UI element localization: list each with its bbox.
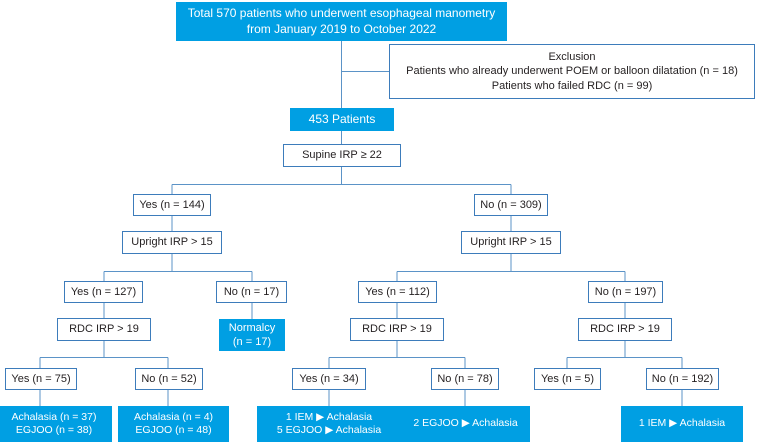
- node-rdc3-no-label: No (n = 192): [651, 372, 714, 385]
- node-normalcy-line2: (n = 17): [232, 336, 272, 348]
- node-outcome-1: Achalasia (n = 37) EGJOO (n = 38): [0, 406, 112, 442]
- node-root-total-patients: Total 570 patients who underwent esophag…: [176, 2, 507, 41]
- node-rdc-irp-2-label: RDC IRP > 19: [362, 323, 432, 336]
- node-upright-right-no: No (n = 197): [588, 281, 663, 303]
- node-453-patients-label: 453 Patients: [308, 111, 376, 126]
- node-outcome-2-line1: Achalasia (n = 4): [133, 410, 214, 423]
- node-rdc3-yes-label: Yes (n = 5): [540, 372, 595, 385]
- node-outcome-3-line2: 5 EGJOO ▶ Achalasia: [276, 424, 382, 436]
- node-rdc2-no: No (n = 78): [431, 368, 499, 390]
- node-rdc-irp-3-label: RDC IRP > 19: [590, 323, 660, 336]
- node-normalcy: Normalcy (n = 17): [219, 319, 285, 351]
- node-upright-irp-right-label: Upright IRP > 15: [470, 236, 552, 249]
- node-upright-left-yes: Yes (n = 127): [64, 281, 143, 303]
- node-upright-left-no-label: No (n = 17): [223, 285, 280, 298]
- node-upright-irp-right: Upright IRP > 15: [461, 231, 561, 254]
- node-supine-yes: Yes (n = 144): [133, 194, 211, 216]
- node-root-line2: from January 2019 to October 2022: [246, 21, 437, 36]
- node-normalcy-line1: Normalcy: [228, 321, 276, 334]
- node-exclusion-line3: Patients who failed RDC (n = 99): [491, 79, 653, 92]
- node-root-line1: Total 570 patients who underwent esophag…: [187, 6, 496, 21]
- node-upright-irp-left: Upright IRP > 15: [122, 231, 222, 254]
- node-upright-irp-left-label: Upright IRP > 15: [131, 236, 213, 249]
- node-outcome-1-line1: Achalasia (n = 37): [11, 410, 97, 423]
- node-453-patients: 453 Patients: [290, 108, 394, 131]
- node-rdc3-yes: Yes (n = 5): [534, 368, 601, 390]
- node-rdc1-yes: Yes (n = 75): [5, 368, 77, 390]
- node-rdc1-yes-label: Yes (n = 75): [11, 372, 71, 385]
- node-supine-no: No (n = 309): [474, 194, 548, 216]
- node-rdc-irp-3: RDC IRP > 19: [578, 318, 672, 341]
- node-rdc2-yes-label: Yes (n = 34): [299, 372, 359, 385]
- node-rdc3-no: No (n = 192): [646, 368, 719, 390]
- node-rdc-irp-1-label: RDC IRP > 19: [69, 323, 139, 336]
- node-upright-right-yes: Yes (n = 112): [358, 281, 437, 303]
- node-outcome-2-line2: EGJOO (n = 48): [135, 424, 212, 436]
- node-rdc2-yes: Yes (n = 34): [292, 368, 366, 390]
- node-outcome-4: 2 EGJOO ▶ Achalasia: [401, 406, 530, 442]
- node-rdc-irp-1: RDC IRP > 19: [57, 318, 151, 341]
- node-outcome-1-line2: EGJOO (n = 38): [15, 424, 93, 436]
- node-outcome-5: 1 IEM ▶ Achalasia: [621, 406, 743, 442]
- node-upright-right-no-label: No (n = 197): [594, 285, 657, 298]
- node-exclusion-line2: Patients who already underwent POEM or b…: [406, 65, 738, 78]
- node-upright-right-yes-label: Yes (n = 112): [365, 285, 430, 298]
- node-outcome-3-line1: 1 IEM ▶ Achalasia: [285, 410, 373, 423]
- node-rdc-irp-2: RDC IRP > 19: [350, 318, 444, 341]
- node-rdc2-no-label: No (n = 78): [437, 372, 493, 385]
- node-rdc1-no: No (n = 52): [135, 368, 203, 390]
- node-outcome-5-label: 1 IEM ▶ Achalasia: [638, 417, 726, 430]
- node-outcome-4-label: 2 EGJOO ▶ Achalasia: [413, 417, 518, 430]
- node-upright-left-no: No (n = 17): [216, 281, 287, 303]
- node-upright-left-yes-label: Yes (n = 127): [70, 285, 137, 298]
- node-outcome-2: Achalasia (n = 4) EGJOO (n = 48): [118, 406, 229, 442]
- node-rdc1-no-label: No (n = 52): [141, 372, 197, 385]
- node-supine-yes-label: Yes (n = 144): [139, 198, 205, 211]
- node-supine-no-label: No (n = 309): [480, 198, 542, 211]
- node-supine-irp-label: Supine IRP ≥ 22: [302, 149, 382, 162]
- node-exclusion: Exclusion Patients who already underwent…: [389, 44, 755, 99]
- node-outcome-3: 1 IEM ▶ Achalasia 5 EGJOO ▶ Achalasia: [257, 406, 401, 442]
- node-supine-irp: Supine IRP ≥ 22: [283, 144, 401, 167]
- node-exclusion-line1: Exclusion: [548, 51, 596, 64]
